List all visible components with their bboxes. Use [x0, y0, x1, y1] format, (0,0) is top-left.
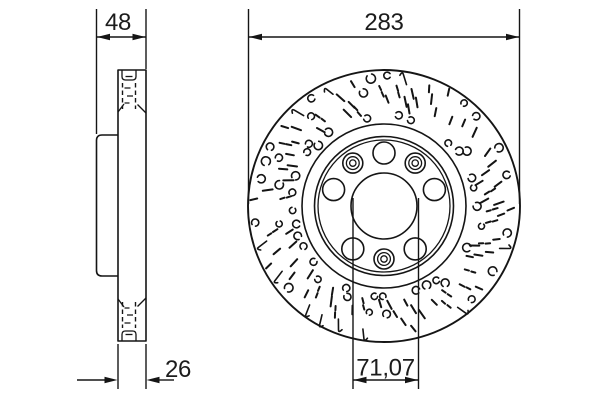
arrowhead-right	[506, 33, 519, 41]
friction-band-inner-circle	[301, 123, 467, 289]
screw-hole-mid	[345, 156, 360, 171]
vent-chamfer-left	[117, 298, 125, 308]
vane-hidden-dashes	[124, 307, 133, 324]
bolt-hole	[403, 237, 428, 261]
dimension-disc-thickness: 26	[77, 344, 191, 389]
countersunk-screw-holes	[341, 152, 427, 270]
arrowhead-left	[353, 376, 367, 384]
center-bore-circle	[350, 172, 418, 240]
dimension-label-outer-diameter: 283	[364, 9, 403, 36]
bolt-hole	[321, 177, 346, 202]
outer-diameter-circle	[247, 69, 521, 343]
screw-hole	[404, 152, 427, 174]
vent-chamfer-right	[137, 104, 147, 114]
arrowhead-left	[249, 33, 262, 41]
dimension-center-bore: 71,07	[352, 198, 420, 389]
dimension-label-total-width: 48	[105, 9, 131, 36]
vent-chamfer-right	[137, 297, 147, 307]
vent-slot-opening	[121, 330, 137, 341]
vent-slot-dashes	[249, 80, 515, 333]
hat-profile	[95, 134, 118, 277]
dimension-label-disc-thickness: 26	[165, 356, 191, 383]
screw-hole-mid	[408, 156, 423, 171]
arrowhead-right	[132, 33, 146, 41]
vane-hidden-dashes	[124, 87, 133, 104]
friction-ring-profile	[117, 69, 147, 342]
front-view	[247, 69, 521, 343]
screw-hole-outer	[373, 248, 395, 270]
arrowhead-right	[405, 376, 418, 384]
side-section-view	[95, 69, 147, 342]
screw-hole-inner	[380, 255, 388, 263]
vent-slot-pattern	[249, 71, 515, 341]
dimension-label-center-bore: 71,07	[356, 355, 415, 382]
dimension-outer-diameter: 283	[247, 9, 521, 204]
vent-chamfer-left	[117, 103, 125, 113]
arrowhead-right	[146, 376, 160, 384]
hub-inner-circle	[317, 139, 451, 273]
arrowhead-left	[97, 33, 110, 41]
vent-channel-hidden-top	[117, 70, 147, 114]
bolt-hole	[422, 177, 447, 202]
screw-hole-mid	[376, 251, 392, 267]
screw-hole	[341, 152, 364, 174]
screw-hole-inner	[411, 159, 420, 167]
vent-slot-hooks	[250, 71, 513, 341]
wheel-bolt-holes	[321, 141, 447, 261]
screw-hole-outer	[341, 152, 364, 174]
screw-hole-inner	[348, 159, 357, 167]
hub-outer-circle	[313, 135, 455, 277]
arrowhead-left	[104, 376, 118, 384]
vent-slot-opening	[121, 70, 137, 81]
screw-hole-outer	[404, 152, 427, 174]
bolt-hole	[372, 141, 396, 165]
dimension-total-width: 48	[95, 9, 147, 134]
vent-channel-hidden-bottom	[117, 297, 147, 341]
screw-hole	[373, 248, 395, 270]
